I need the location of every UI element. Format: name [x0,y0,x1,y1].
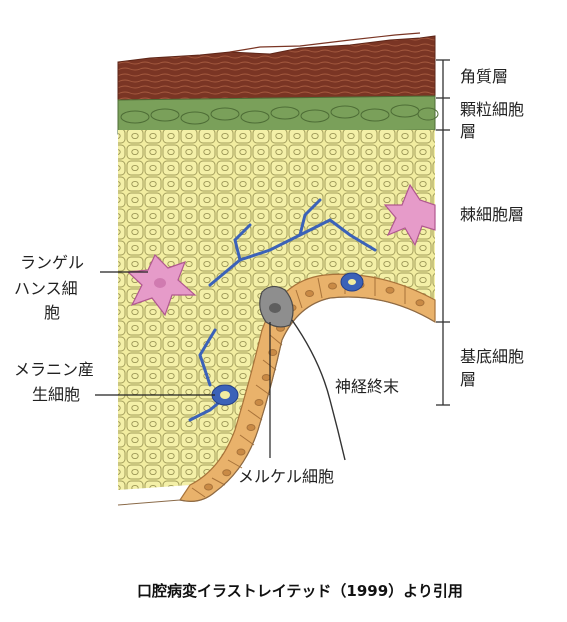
basal-cell-nucleus [415,299,425,307]
basal-cell-nucleus [328,282,337,290]
merkel-cell [259,285,294,328]
dermis-outline [117,296,436,506]
label-basal-layer-2: 層 [460,370,476,389]
granular-cells [120,104,439,125]
granular-layer [117,95,436,135]
basal-cell-nucleus [268,349,278,356]
basal-cell-nucleus [246,424,256,431]
langerhans-cell-right [383,183,436,247]
label-melanocyte-2: 生細胞 [32,385,80,404]
label-melanocyte-1: メラニン産 [14,360,94,379]
basal-cell-nucleus [254,399,264,406]
basal-cell-nucleus [305,290,314,297]
melanocyte-network [188,198,377,422]
basal-cell-divider [295,289,303,309]
basal-cell-divider [247,409,263,421]
basal-cell-divider [191,487,206,498]
keratin-frayed-edge [229,32,421,53]
source-caption: 口腔病変イラストレイテッド（1999）より引用 [137,582,463,600]
basal-cell-nucleus [222,469,232,477]
layer-brackets [436,59,450,406]
keratin-layer [117,35,436,103]
label-langerhans-1: ランゲル [20,253,84,272]
label-basal-layer-1: 基底細胞 [460,347,524,366]
label-spinous-layer: 棘細胞層 [460,205,524,224]
nerve-ending [291,319,346,461]
label-nerve-ending: 神経終末 [335,377,399,396]
label-granular-layer-1: 顆粒細胞 [460,100,524,119]
label-langerhans-2: ハンス細 [14,279,78,298]
label-granular-layer-2: 層 [460,122,476,141]
melanocyte [211,384,239,406]
basal-cell-nucleus [204,483,213,491]
basal-cell-nucleus [261,374,271,381]
melanocyte-top [340,272,364,292]
basal-cell-nucleus [385,286,395,294]
label-merkel-cell: メルケル細胞 [238,467,334,486]
basal-cell-nucleus [236,448,246,456]
basal-cell-divider [317,277,323,299]
basal-cell-divider [255,384,271,396]
basal-cell-divider [269,334,283,346]
basal-cell-divider [239,434,255,446]
label-keratin-layer: 角質層 [460,67,508,86]
leader-lines [95,271,271,458]
basal-cell-divider [211,477,226,486]
label-langerhans-3: 胞 [44,303,60,322]
